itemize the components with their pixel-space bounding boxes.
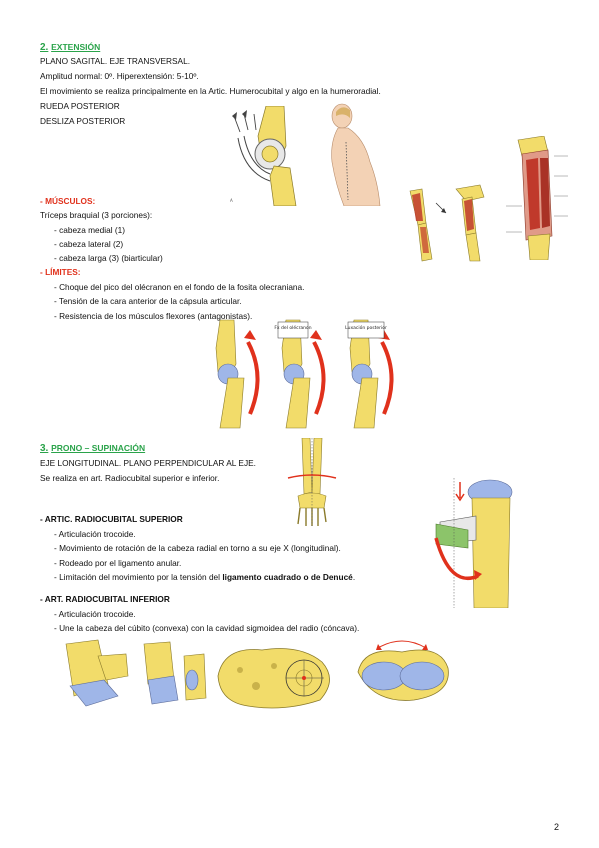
superior-item-limitation: - Limitación del movimiento por la tensi… <box>54 572 355 583</box>
muscles-heading: - MÚSCULOS: <box>40 196 96 206</box>
text-line: Amplitud normal: 0º. Hiperextensión: 5-1… <box>40 71 199 81</box>
limitation-suffix: . <box>352 572 356 582</box>
limits-heading: - LÍMITES: <box>40 267 81 277</box>
elbow-roll-slide-figure: A <box>230 106 297 206</box>
text-line: PLANO SAGITAL. EJE TRANSVERSAL. <box>40 56 191 66</box>
muscle-item: - cabeza larga (3) (biarticular) <box>54 253 163 263</box>
text-line: Se realiza en art. Radiocubital superior… <box>40 473 220 483</box>
superior-item: - Rodeado por el ligamento anular. <box>54 558 182 568</box>
inferior-item: - Articulación trocoide. <box>54 609 136 619</box>
section-number: 2. <box>40 42 49 53</box>
radioulnar-superior-figure <box>434 478 513 608</box>
section-title: EXTENSIÓN <box>51 42 101 52</box>
section-number: 3. <box>40 443 49 454</box>
svg-text:A: A <box>230 198 233 203</box>
forearm-rotation-figure <box>287 438 337 526</box>
limit-item: - Tensión de la cara anterior de la cáps… <box>54 296 242 306</box>
section-title: PRONO – SUPINACIÓN <box>51 443 146 453</box>
text-line: El movimiento se realiza principalmente … <box>40 86 381 96</box>
ligament-name: ligamento cuadrado o de Denucé <box>222 572 353 582</box>
distal-radioulnar-rotation <box>357 640 449 701</box>
limit-item: - Resistencia de los músculos flexores (… <box>54 311 253 321</box>
superior-item: - Movimiento de rotación de la cabeza ra… <box>54 543 341 553</box>
fx-olecranon-label: Fx del olécranon <box>274 324 311 331</box>
text-line: RUEDA POSTERIOR <box>40 101 120 111</box>
text-line: DESLIZA POSTERIOR <box>40 116 126 126</box>
triceps-arm-figure <box>409 184 485 262</box>
section-heading-extension: 2. EXTENSIÓN <box>40 42 100 53</box>
superior-heading: - ARTIC. RADIOCUBITAL SUPERIOR <box>40 514 183 524</box>
limit-item: - Choque del pico del olécranon en el fo… <box>54 282 305 292</box>
muscles-intro: Tríceps braquial (3 porciones): <box>40 210 153 220</box>
muscle-item: - cabeza lateral (2) <box>54 239 124 249</box>
distal-radioulnar-cross-section <box>217 648 330 709</box>
posture-figure <box>331 103 381 206</box>
muscle-item: - cabeza medial (1) <box>54 225 126 235</box>
text-line: EJE LONGITUDINAL. PLANO PERPENDICULAR AL… <box>40 458 256 468</box>
triceps-detail-figure <box>506 136 568 260</box>
limitation-prefix: - Limitación del movimiento por la tensi… <box>54 572 223 582</box>
superior-item: - Articulación trocoide. <box>54 529 136 539</box>
extension-limits-figure: Fx del olécranon Luxación posterior <box>215 319 394 429</box>
distal-radioulnar-figure-1 <box>65 639 129 707</box>
inferior-item: - Une la cabeza del cúbito (convexa) con… <box>54 623 360 633</box>
inferior-heading: - ART. RADIOCUBITAL INFERIOR <box>40 594 170 604</box>
section-heading-pronosupination: 3. PRONO – SUPINACIÓN <box>40 443 145 454</box>
page-number: 2 <box>553 822 559 832</box>
distal-radioulnar-figure-2 <box>143 641 207 705</box>
luxacion-label: Luxación posterior <box>345 324 387 331</box>
